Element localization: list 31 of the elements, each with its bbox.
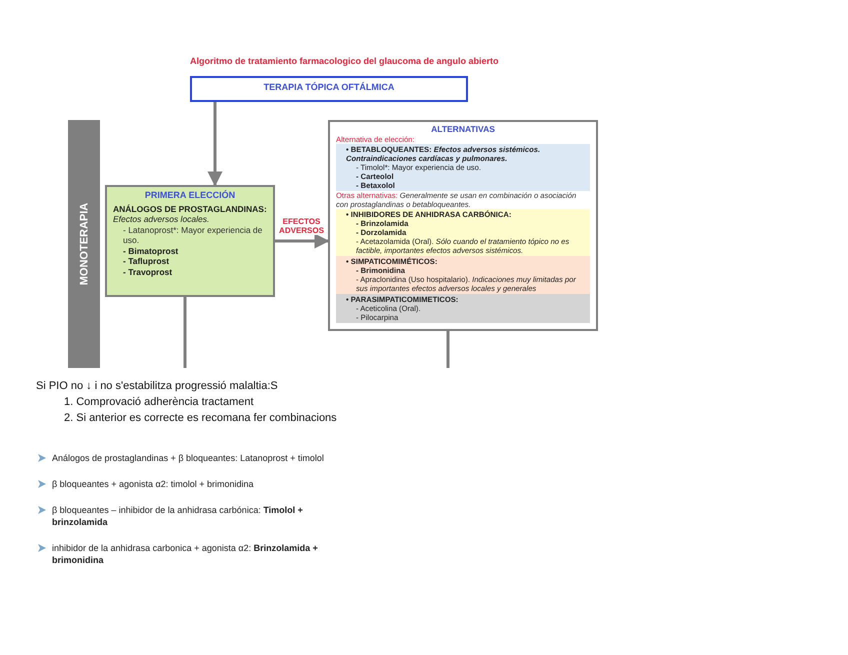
list-item: - Latanoprost*: Mayor experiencia de uso. [122, 224, 264, 246]
edge-label: EFECTOS ADVERSOS [276, 217, 327, 235]
list-item: Efectos adversos locales. [113, 214, 210, 224]
process-box [190, 76, 468, 102]
connector-line [446, 331, 450, 368]
list-item: - Bimatoprost [122, 246, 180, 256]
arrow [208, 102, 222, 186]
process-box [328, 120, 598, 331]
category-band [336, 256, 590, 294]
box-heading: PRIMERA ELECCIÓN [144, 190, 236, 200]
list-item: - Tafluprost [122, 256, 170, 266]
list-item: β bloqueantes + agonista α2: timolol + brimonidina [52, 478, 255, 490]
note-text: 1. Comprovació adherència tractament [64, 396, 254, 408]
list-item: inhibidor de la anhidrasa carbonica + agonista α2: Brinzolamida + brimonidina [52, 542, 319, 566]
diagram-title: Algoritmo de tratamiento farmacologico del glaucoma de angulo abierto [190, 56, 499, 66]
box-heading: TERAPIA TÓPICA OFTÁLMICA [264, 82, 394, 93]
list-item: ANÁLOGOS DE PROSTAGLANDINAS: [113, 204, 267, 214]
list-item: - Travoprost [122, 266, 174, 277]
category-band [336, 209, 590, 256]
connector-line [184, 297, 186, 368]
section-heading: MONOTERAPIA [78, 202, 90, 286]
process-box [105, 185, 275, 297]
arrow [275, 234, 330, 248]
side-band [68, 120, 100, 368]
box-heading: ALTERNATIVAS [430, 125, 496, 134]
note-text: 2. Si anterior es correcte es recomana fer combinacions [64, 412, 337, 424]
list-item: Análogos de prostaglandinas + β bloqueantes: Latanoprost + timolol [52, 452, 325, 464]
list-item: β bloqueantes – inhibidor de la anhidrasa carbónica: Timolol + brinzolamida [52, 504, 304, 528]
category-band [336, 144, 590, 191]
category-band [336, 294, 590, 323]
note-text: Si PIO no ↓ i no s'estabilitza progressió malaltia:S [36, 380, 278, 392]
